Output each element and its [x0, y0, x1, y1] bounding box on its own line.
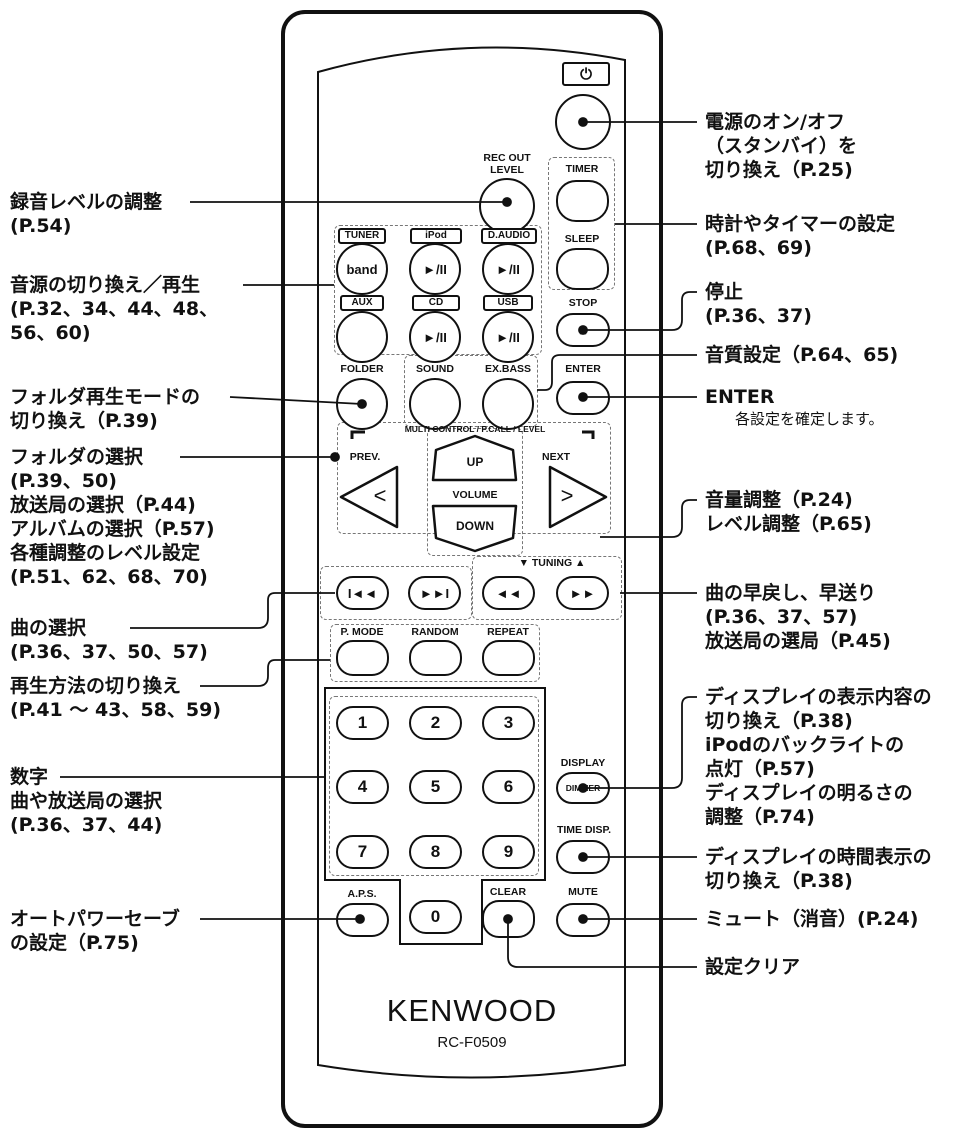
display-label: DISPLAY: [560, 757, 606, 769]
up-button-shape: [431, 434, 518, 482]
skip-forward-button[interactable]: ►►I: [408, 576, 461, 610]
sleep-button[interactable]: [556, 248, 609, 290]
callout-selection: フォルダの選択(P.39、50)放送局の選択（P.44)アルバムの選択（P.57…: [10, 446, 215, 588]
sound-label: SOUND: [416, 363, 454, 375]
aps-label: A.P.S.: [347, 888, 377, 900]
down-button-shape: [431, 504, 518, 553]
callout-seek: 曲の早戻し、早送り(P.36、37、57)放送局の選局（P.45): [705, 582, 891, 652]
callout-source: 音源の切り換え／再生(P.32、34、44、48、56、60): [10, 274, 219, 344]
usb-play-button[interactable]: ►/II: [482, 311, 534, 363]
digit-5-button[interactable]: 5: [409, 770, 462, 804]
tuning-label: ▼ TUNING ▲: [518, 557, 586, 569]
digit-1-button[interactable]: 1: [336, 706, 389, 740]
aux-button[interactable]: [336, 311, 388, 363]
rewind-button[interactable]: ◄◄: [482, 576, 535, 610]
callout-rec-level: 録音レベルの調整(P.54): [10, 191, 163, 237]
digit-3-button[interactable]: 3: [482, 706, 535, 740]
callout-stop: 停止(P.36、37): [705, 281, 812, 327]
callout-track: 曲の選択(P.36、37、50、57): [10, 617, 208, 663]
digit-8-button[interactable]: 8: [409, 835, 462, 869]
callout-folder-mode: フォルダ再生モードの切り換え（P.39): [10, 386, 201, 432]
ex-bass-button[interactable]: [482, 378, 534, 430]
power-indicator: ⏻: [562, 62, 610, 86]
digit-7-button[interactable]: 7: [336, 835, 389, 869]
volume-group: [427, 428, 523, 556]
skip-back-button[interactable]: I◄◄: [336, 576, 389, 610]
callout-numbers: 数字曲や放送局の選択(P.36、37、44): [10, 766, 163, 836]
cd-tag: CD: [412, 295, 460, 311]
band-button[interactable]: band: [336, 243, 388, 295]
callout-volume: 音量調整（P.24)レベル調整（P.65): [705, 489, 872, 535]
repeat-button[interactable]: [482, 640, 535, 676]
digit-9-button[interactable]: 9: [482, 835, 535, 869]
volume-label: VOLUME: [452, 489, 498, 501]
numpad-inner-group: [329, 696, 539, 876]
callout-display: ディスプレイの表示内容の切り換え（P.38)iPodのバックライトの点灯（P.5…: [705, 686, 932, 828]
folder-label: FOLDER: [340, 363, 384, 375]
p-mode-button[interactable]: [336, 640, 389, 676]
random-label: RANDOM: [411, 626, 459, 638]
play-mode-group: [330, 624, 540, 682]
mute-label: MUTE: [568, 886, 598, 898]
next-label: NEXT: [541, 451, 570, 463]
callout-aps: オートパワーセーブの設定（P.75): [10, 908, 180, 954]
prev-button[interactable]: <: [373, 483, 387, 508]
callout-mute: ミュート（消音）(P.24): [705, 908, 919, 930]
digit-6-button[interactable]: 6: [482, 770, 535, 804]
callout-clear: 設定クリア: [705, 956, 801, 978]
callout-enter-sub: 各設定を確定します。: [735, 410, 884, 428]
time-disp-label: TIME DISP.: [556, 824, 612, 836]
down-button[interactable]: DOWN: [456, 519, 494, 533]
usb-tag: USB: [483, 295, 533, 311]
next-button-shape: [548, 465, 608, 529]
digit-2-button[interactable]: 2: [409, 706, 462, 740]
callout-play-mode: 再生方法の切り換え(P.41 ～ 43、58、59): [10, 675, 222, 721]
fast-forward-button[interactable]: ►►: [556, 576, 609, 610]
callout-sound: 音質設定（P.64、65): [705, 344, 899, 366]
digit-0-button[interactable]: 0: [409, 900, 462, 934]
callout-power: 電源のオン/オフ（スタンバイ）を切り換え（P.25): [705, 111, 858, 181]
callout-timer: 時計やタイマーの設定(P.68、69): [705, 213, 896, 259]
stop-label: STOP: [568, 297, 598, 309]
folder-button[interactable]: [336, 378, 388, 430]
repeat-label: REPEAT: [487, 626, 529, 638]
prev-label: PREV.: [349, 451, 381, 463]
p-mode-label: P. MODE: [340, 626, 384, 638]
up-button[interactable]: UP: [466, 455, 484, 469]
sleep-label: SLEEP: [564, 233, 600, 245]
model-number: RC-F0509: [437, 1034, 507, 1051]
enter-label: ENTER: [565, 363, 601, 375]
brand-logo: KENWOOD: [386, 993, 558, 1028]
callout-enter: ENTER 各設定を確定します。: [705, 386, 884, 428]
aux-tag: AUX: [340, 295, 384, 311]
multi-control-label: MULTI CONTROL / P.CALL / LEVEL: [404, 424, 546, 434]
rec-out-level-label: REC OUT LEVEL: [483, 152, 531, 176]
ex-bass-label: EX.BASS: [484, 363, 532, 375]
next-button[interactable]: >: [560, 483, 574, 508]
tuning-group: [472, 556, 622, 620]
sound-button[interactable]: [409, 378, 461, 430]
random-button[interactable]: [409, 640, 462, 676]
timer-button[interactable]: [556, 180, 609, 222]
d-audio-play-button[interactable]: ►/II: [482, 243, 534, 295]
prev-button-shape: [339, 465, 399, 529]
cd-play-button[interactable]: ►/II: [409, 311, 461, 363]
timer-label: TIMER: [565, 163, 599, 175]
clear-label: CLEAR: [489, 886, 527, 898]
ipod-play-button[interactable]: ►/II: [409, 243, 461, 295]
sound-group: [404, 355, 538, 427]
callout-time-disp: ディスプレイの時間表示の切り換え（P.38): [705, 846, 932, 892]
digit-4-button[interactable]: 4: [336, 770, 389, 804]
